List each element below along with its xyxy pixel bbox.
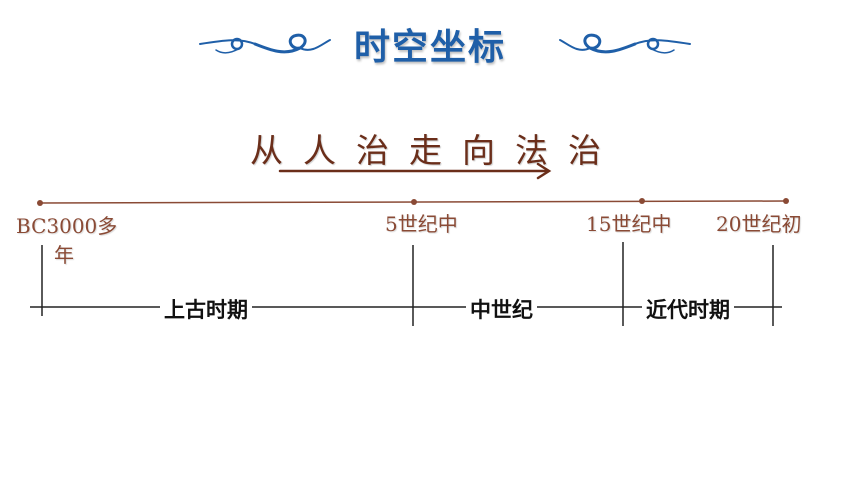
right-swirl-ornament-icon	[559, 33, 691, 54]
timeline-point	[37, 200, 43, 206]
date-label-line1: BC3000多	[16, 214, 118, 238]
timeline-point	[639, 198, 645, 204]
subtitle: 从人治走向法治	[250, 131, 621, 170]
timeline-point	[411, 199, 417, 205]
date-label-bc3000: BC3000多 年	[16, 210, 117, 268]
left-swirl-ornament-icon	[199, 33, 331, 54]
date-label-line2: 年	[54, 243, 74, 267]
period-label-modern: 近代时期	[642, 294, 734, 324]
timeline-point	[783, 198, 789, 204]
progress-arrow	[278, 162, 552, 180]
period-label-ancient: 上古时期	[160, 294, 252, 324]
date-label-5th-century: 5世纪中	[385, 212, 458, 236]
page-title: 时空坐标	[353, 27, 506, 68]
date-label-20th-century: 20世纪初	[716, 212, 802, 236]
date-label-15th-century: 15世纪中	[586, 212, 672, 236]
period-label-medieval: 中世纪	[466, 294, 537, 324]
